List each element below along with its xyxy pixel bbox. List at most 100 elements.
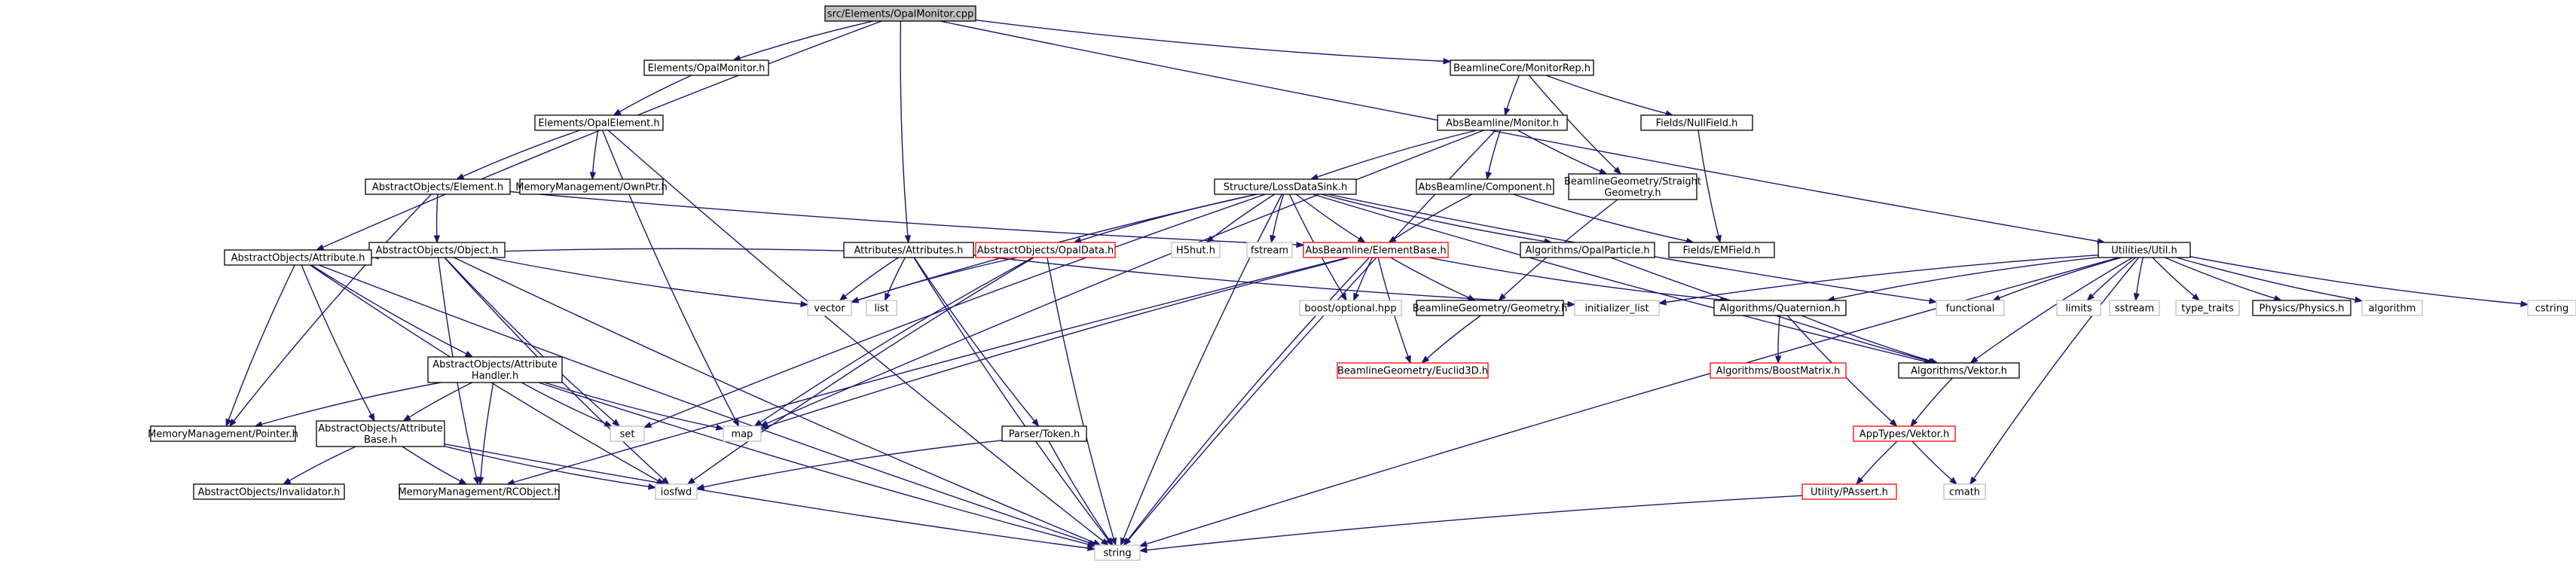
- node-label: AbsBeamline/Component.h: [1418, 182, 1551, 194]
- node-apptypes_vektor_h[interactable]: AppTypes/Vektor.h: [1853, 425, 1956, 442]
- node-attributes_h[interactable]: Attributes/Attributes.h: [843, 242, 974, 258]
- node-euclid3d_h[interactable]: BeamlineGeometry/Euclid3D.h: [1337, 362, 1489, 379]
- node-label: Algorithms/Vektor.h: [1911, 366, 2007, 377]
- node-rcobject_h[interactable]: MemoryManagement/RCObject.h: [398, 483, 561, 500]
- node-ao_attribute_h[interactable]: AbstractObjects/Attribute.h: [224, 249, 372, 266]
- node-passert_h[interactable]: Utility/PAssert.h: [1801, 483, 1897, 500]
- node-token_h[interactable]: Parser/Token.h: [1001, 425, 1087, 442]
- arrow-head: [1443, 58, 1452, 65]
- node-boostmatrix_h[interactable]: Algorithms/BoostMatrix.h: [1710, 362, 1847, 379]
- node-label: sstream: [2115, 303, 2154, 315]
- edge-lossdatasink_h-to-hdf5_h: [1205, 194, 1276, 243]
- edge-line: [402, 446, 461, 482]
- edge-attributes_h-to-list: [885, 257, 906, 302]
- arrow-head: [368, 413, 375, 422]
- edge-line: [739, 20, 874, 59]
- edge-line: [913, 257, 1035, 422]
- arrow-head: [402, 414, 411, 422]
- edge-opaldata_h-to-map: [753, 257, 1034, 427]
- node-label: set: [620, 429, 635, 440]
- arrow-head: [904, 235, 912, 244]
- node-emfield_h[interactable]: Fields/EMField.h: [1668, 242, 1775, 258]
- node-opalparticle_h[interactable]: Algorithms/OpalParticle.h: [1520, 242, 1655, 258]
- edge-absbeamline_monitor_h-to-straightgeometry_h: [1517, 130, 1608, 175]
- node-absbeamline_monitor_h[interactable]: AbsBeamline/Monitor.h: [1437, 114, 1568, 131]
- arrow-head: [1031, 418, 1040, 428]
- edge-line: [607, 130, 1104, 541]
- edge-line: [435, 194, 439, 236]
- node-physics_h[interactable]: Physics/Physics.h: [2252, 300, 2351, 316]
- node-ownptr_h[interactable]: MemoryManagement/OwnPtr.h: [515, 178, 668, 195]
- node-label: AbstractObjects/Attribute.h: [231, 253, 365, 264]
- node-quaternion_h[interactable]: Algorithms/Quaternion.h: [1713, 300, 1847, 316]
- node-geometry_h[interactable]: BeamlineGeometry/Geometry.h: [1413, 300, 1568, 316]
- edge-line: [1047, 257, 1114, 539]
- arrow-head: [2133, 293, 2140, 302]
- node-box: [610, 425, 645, 442]
- arrow-head: [695, 483, 705, 490]
- edge-util_h-to-cmath: [1969, 257, 2140, 486]
- edge-attr_handler_h-to-attr_base_h: [402, 382, 472, 422]
- edge-attr_base_h-to-iosfwd: [444, 446, 657, 490]
- edge-component_h-to-elementbase_h: [1388, 194, 1473, 243]
- node-type_traits: type_traits: [2175, 300, 2240, 316]
- node-lossdatasink_h[interactable]: Structure/LossDataSink.h: [1214, 178, 1357, 195]
- edge-line: [1506, 75, 1520, 109]
- node-ao_element_h[interactable]: AbstractObjects/Element.h: [365, 178, 511, 195]
- node-box: [399, 483, 560, 500]
- edge-line: [1801, 315, 1931, 362]
- edge-line: [1321, 194, 1545, 242]
- arrow-head: [1485, 171, 1492, 181]
- node-util_h[interactable]: Utilities/Util.h: [2098, 242, 2191, 258]
- edge-lossdatasink_h-to-opaldata_h: [1073, 194, 1257, 244]
- node-label: AbsBeamline/Monitor.h: [1446, 118, 1559, 130]
- node-opalmonitor_h[interactable]: Elements/OpalMonitor.h: [643, 59, 769, 76]
- edge-line: [1517, 130, 1601, 172]
- edge-line: [845, 257, 899, 297]
- edge-absbeamline_monitor_h-to-lossdatasink_h: [1309, 130, 1477, 180]
- arrow-head: [759, 422, 769, 429]
- node-monitorrep_h[interactable]: BeamlineCore/MonitorRep.h: [1450, 59, 1594, 76]
- edge-util_h-to-sstream: [2133, 257, 2144, 302]
- node-component_h[interactable]: AbsBeamline/Component.h: [1416, 178, 1554, 195]
- node-box: [1801, 483, 1897, 500]
- node-nullfield_h[interactable]: Fields/NullField.h: [1640, 114, 1753, 131]
- edge-attributes_h-to-token_h: [913, 257, 1040, 428]
- edge-line: [2176, 257, 2356, 300]
- node-label: AbsBeamline/ElementBase.h: [1305, 245, 1446, 257]
- arrow-head: [715, 424, 725, 431]
- node-invalidator_h[interactable]: AbstractObjects/Invalidator.h: [193, 483, 345, 500]
- arrow-head: [1969, 356, 1979, 364]
- node-label: cmath: [1949, 487, 1980, 498]
- arrow-head: [1086, 541, 1096, 547]
- node-label: cstring: [2535, 303, 2568, 315]
- node-pointer_h[interactable]: MemoryManagement/Pointer.h: [148, 425, 298, 442]
- node-algo_vektor_h[interactable]: Algorithms/Vektor.h: [1898, 362, 2020, 379]
- node-label: Attributes/Attributes.h: [854, 245, 963, 257]
- arrow-head: [661, 477, 670, 485]
- edge-elementbase_h-to-boost_optional: [1353, 257, 1374, 302]
- edge-monitorrep_h-to-absbeamline_monitor_h: [1504, 75, 1520, 117]
- node-label: type_traits: [2181, 303, 2234, 315]
- node-label: H5hut.h: [1176, 245, 1215, 257]
- edge-algo_vektor_h-to-apptypes_vektor_h: [1910, 377, 1953, 428]
- edge-elementbase_h-to-map: [759, 257, 1350, 429]
- edge-line: [408, 382, 472, 418]
- edge-ao_object_h-to-vector: [487, 257, 809, 307]
- node-opaldata_h[interactable]: AbstractObjects/OpalData.h: [975, 242, 1116, 258]
- arrow-head: [1856, 477, 1864, 486]
- node-ao_object_h[interactable]: AbstractObjects/Object.h: [368, 242, 506, 258]
- node-box: [519, 178, 664, 195]
- node-elementbase_h[interactable]: AbsBeamline/ElementBase.h: [1303, 242, 1449, 258]
- edge-line: [940, 20, 2098, 242]
- node-limits: limits: [2056, 300, 2101, 316]
- node-opalelement_h[interactable]: Elements/OpalElement.h: [534, 114, 664, 131]
- edge-util_h-to-functional: [1991, 257, 2122, 301]
- node-opalmonitor_cpp[interactable]: src/Elements/OpalMonitor.cpp: [824, 5, 976, 22]
- edge-line: [1211, 194, 1276, 239]
- edge-ao_object_h-to-set: [444, 257, 621, 427]
